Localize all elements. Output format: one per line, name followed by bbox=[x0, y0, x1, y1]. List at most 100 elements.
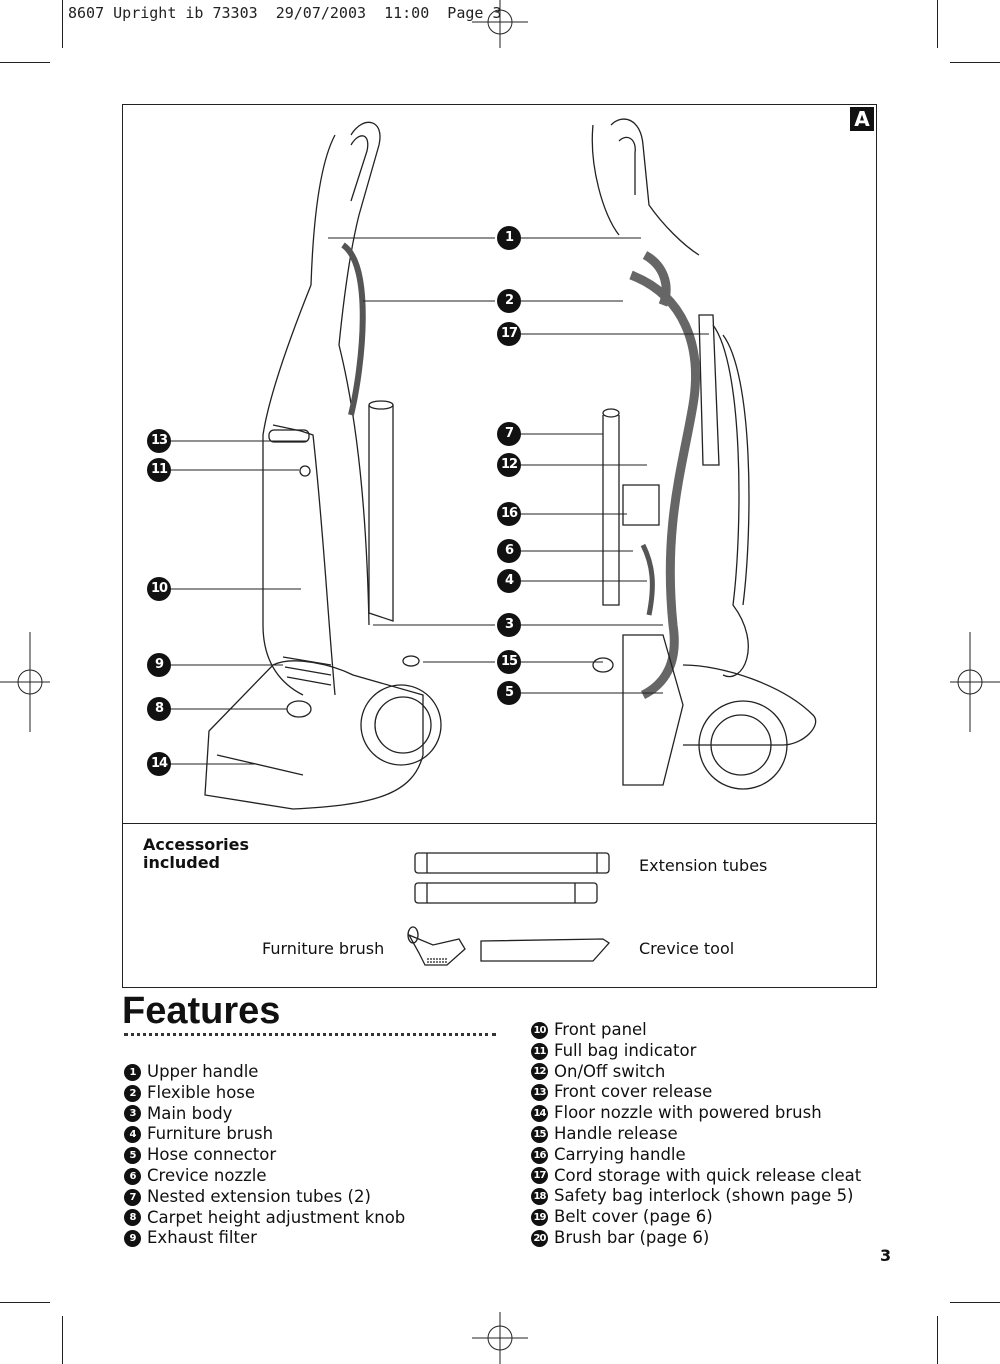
callout-7: 7 bbox=[497, 422, 521, 446]
number-badge: 8 bbox=[124, 1209, 141, 1227]
crevice-tool-icon bbox=[480, 938, 610, 962]
number-badge: 2 bbox=[124, 1084, 141, 1102]
accessories-heading: Accessories included bbox=[143, 835, 249, 872]
feature-label: Carpet height adjustment knob bbox=[147, 1207, 406, 1227]
callout-9: 9 bbox=[147, 653, 171, 677]
furniture-brush-label: Furniture brush bbox=[262, 939, 385, 958]
registration-mark-top bbox=[472, 0, 528, 48]
accessories-illustration bbox=[407, 852, 610, 966]
feature-label: Carrying handle bbox=[554, 1144, 686, 1164]
leader-lines bbox=[171, 237, 709, 765]
crevice-tool-label: Crevice tool bbox=[639, 939, 735, 958]
number-badge: 5 bbox=[124, 1147, 141, 1165]
number-badge: 9 bbox=[124, 1230, 141, 1248]
callout-14: 14 bbox=[147, 752, 171, 776]
feature-label: Full bag indicator bbox=[554, 1040, 697, 1060]
callout-12: 12 bbox=[497, 453, 521, 477]
list-item: 8 Carpet height adjustment knob bbox=[124, 1208, 405, 1229]
feature-label: Flexible hose bbox=[147, 1082, 256, 1102]
list-item: 3 Main body bbox=[124, 1104, 405, 1125]
callout-1: 1 bbox=[497, 226, 521, 250]
feature-label: Handle release bbox=[554, 1123, 678, 1143]
feature-label: Cord storage with quick release cleat bbox=[554, 1165, 862, 1185]
list-item: 5 Hose connector bbox=[124, 1145, 405, 1166]
callout-4: 4 bbox=[497, 569, 521, 593]
number-badge: 4 bbox=[124, 1126, 141, 1144]
callout-10: 10 bbox=[147, 577, 171, 601]
number-badge: 12 bbox=[531, 1063, 548, 1081]
callout-3: 3 bbox=[497, 613, 521, 637]
extension-tubes-icon bbox=[414, 852, 610, 904]
number-badge: 20 bbox=[531, 1229, 548, 1247]
callout-13: 13 bbox=[147, 429, 171, 453]
feature-label: Crevice nozzle bbox=[147, 1165, 267, 1185]
vacuum-illustration bbox=[171, 118, 817, 810]
feature-label: Hose connector bbox=[147, 1145, 277, 1165]
list-item: 6 Crevice nozzle bbox=[124, 1166, 405, 1187]
feature-label: Brush bar (page 6) bbox=[554, 1227, 710, 1247]
extension-tubes-label: Extension tubes bbox=[639, 856, 768, 875]
callout-2: 2 bbox=[497, 289, 521, 313]
list-item: 12 On/Off switch bbox=[531, 1062, 861, 1083]
vacuum-front-view bbox=[204, 121, 442, 810]
features-title: Features bbox=[122, 990, 281, 1032]
figure-a: A bbox=[122, 104, 877, 988]
list-item: 15 Handle release bbox=[531, 1124, 861, 1145]
list-item: 7 Nested extension tubes (2) bbox=[124, 1187, 405, 1208]
callout-11: 11 bbox=[147, 458, 171, 482]
feature-label: Safety bag interlock (shown page 5) bbox=[554, 1186, 854, 1206]
list-item: 16 Carrying handle bbox=[531, 1145, 861, 1166]
list-item: 17 Cord storage with quick release cleat bbox=[531, 1166, 861, 1187]
number-badge: 14 bbox=[531, 1105, 548, 1123]
list-item: 18 Safety bag interlock (shown page 5) bbox=[531, 1186, 861, 1207]
number-badge: 18 bbox=[531, 1188, 548, 1206]
number-badge: 13 bbox=[531, 1084, 548, 1102]
registration-mark-right bbox=[950, 632, 1000, 732]
list-item: 9 Exhaust filter bbox=[124, 1228, 405, 1249]
title-dotted-rule bbox=[124, 1033, 496, 1036]
feature-label: On/Off switch bbox=[554, 1061, 666, 1081]
feature-label: Front cover release bbox=[554, 1082, 713, 1102]
list-item: 13 Front cover release bbox=[531, 1082, 861, 1103]
feature-label: Furniture brush bbox=[147, 1124, 274, 1144]
callout-5: 5 bbox=[497, 681, 521, 705]
accessories-divider bbox=[123, 823, 876, 824]
list-item: 10 Front panel bbox=[531, 1020, 861, 1041]
page-number: 3 bbox=[880, 1246, 892, 1265]
number-badge: 1 bbox=[124, 1063, 141, 1081]
feature-label: Floor nozzle with powered brush bbox=[554, 1103, 822, 1123]
callout-16: 16 bbox=[497, 502, 521, 526]
feature-label: Exhaust filter bbox=[147, 1228, 257, 1248]
registration-mark-left bbox=[0, 632, 50, 732]
list-item: 11 Full bag indicator bbox=[531, 1041, 861, 1062]
number-badge: 6 bbox=[124, 1167, 141, 1185]
list-item: 4 Furniture brush bbox=[124, 1124, 405, 1145]
number-badge: 16 bbox=[531, 1146, 548, 1164]
number-badge: 19 bbox=[531, 1209, 548, 1227]
print-header: 8607 Upright ib 73303 29/07/2003 11:00 P… bbox=[68, 4, 502, 22]
registration-mark-bottom bbox=[472, 1312, 528, 1364]
number-badge: 10 bbox=[531, 1021, 548, 1039]
callout-8: 8 bbox=[147, 697, 171, 721]
list-item: 19 Belt cover (page 6) bbox=[531, 1207, 861, 1228]
feature-label: Main body bbox=[147, 1103, 233, 1123]
callout-6: 6 bbox=[497, 539, 521, 563]
callout-15: 15 bbox=[497, 650, 521, 674]
number-badge: 3 bbox=[124, 1105, 141, 1123]
vacuum-back-view bbox=[591, 118, 817, 790]
number-badge: 7 bbox=[124, 1188, 141, 1206]
list-item: 2 Flexible hose bbox=[124, 1083, 405, 1104]
list-item: 20 Brush bar (page 6) bbox=[531, 1228, 861, 1249]
feature-label: Nested extension tubes (2) bbox=[147, 1186, 371, 1206]
number-badge: 15 bbox=[531, 1125, 548, 1143]
feature-label: Belt cover (page 6) bbox=[554, 1207, 713, 1227]
figure-letter: A bbox=[850, 107, 874, 131]
features-list-right: 10 Front panel 11 Full bag indicator 12 On/… bbox=[531, 1020, 861, 1249]
number-badge: 11 bbox=[531, 1042, 548, 1060]
number-badge: 17 bbox=[531, 1167, 548, 1185]
callout-17: 17 bbox=[497, 322, 521, 346]
feature-label: Front panel bbox=[554, 1020, 647, 1039]
list-item: 14 Floor nozzle with powered brush bbox=[531, 1103, 861, 1124]
